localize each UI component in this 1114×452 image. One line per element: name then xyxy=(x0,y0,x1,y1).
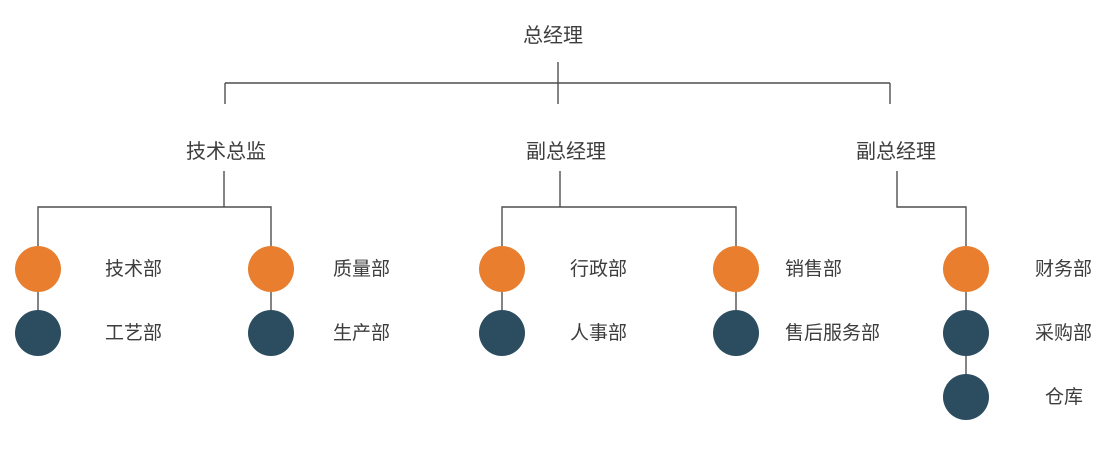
dept-label: 售后服务部 xyxy=(785,322,881,344)
dept-node-circle xyxy=(15,310,61,356)
branch-label-deputy-gm-1: 副总经理 xyxy=(526,139,606,163)
dept-label: 工艺部 xyxy=(105,322,163,344)
dept-node-circle xyxy=(713,246,759,292)
dept-label: 销售部 xyxy=(785,258,843,280)
dept-label: 人事部 xyxy=(570,322,628,344)
dept-node-circle xyxy=(943,246,989,292)
dept-label: 技术部 xyxy=(105,258,163,280)
dept-node-circle xyxy=(248,246,294,292)
dept-node-circle xyxy=(479,310,525,356)
dept-node-circle xyxy=(943,310,989,356)
dept-node-circle xyxy=(248,310,294,356)
dept-label: 财务部 xyxy=(1035,258,1093,280)
dept-node-circle xyxy=(479,246,525,292)
dept-label: 质量部 xyxy=(333,258,391,280)
root-title: 总经理 xyxy=(523,23,583,47)
branch-label-technical-director: 技术总监 xyxy=(186,139,266,163)
dept-label: 生产部 xyxy=(333,322,391,344)
dept-node-circle xyxy=(943,374,989,420)
dept-label: 仓库 xyxy=(1045,386,1084,408)
dept-label: 行政部 xyxy=(570,258,628,280)
dept-label: 采购部 xyxy=(1035,322,1093,344)
branch-label-deputy-gm-2: 副总经理 xyxy=(856,139,936,163)
dept-node-circle xyxy=(713,310,759,356)
dept-node-circle xyxy=(15,246,61,292)
